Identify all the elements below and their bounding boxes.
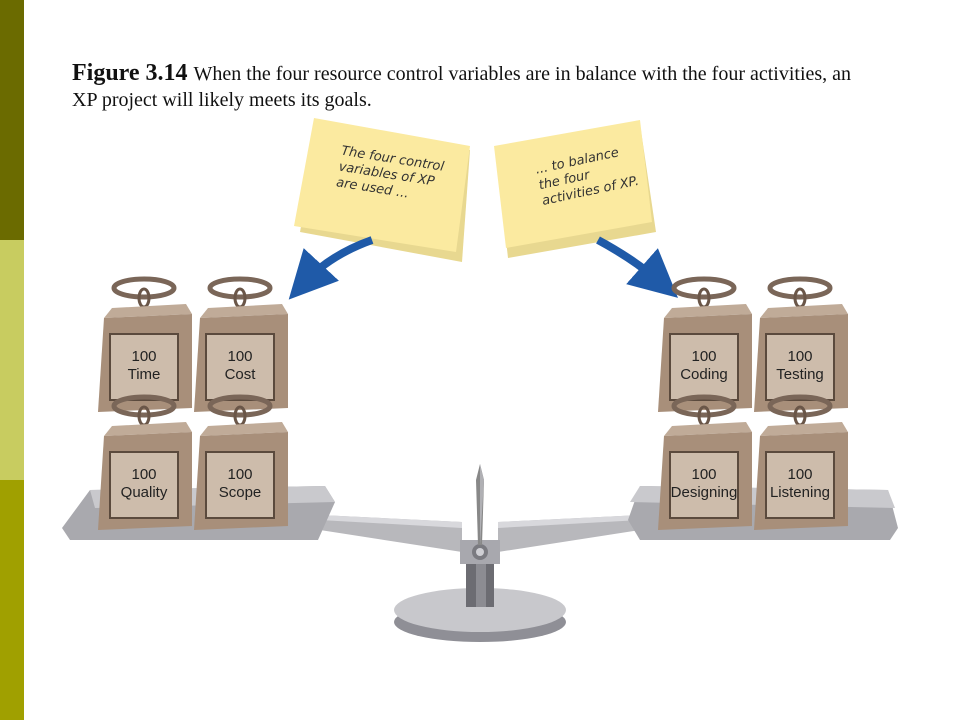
figure-label: Figure 3.14 bbox=[72, 60, 188, 86]
weight-name: Time bbox=[127, 366, 161, 383]
weight-cost bbox=[194, 276, 288, 412]
weight-name: Scope bbox=[218, 484, 262, 501]
weight-value: 100 bbox=[227, 466, 253, 483]
weight-scope bbox=[194, 394, 288, 530]
weight-name: Designing bbox=[670, 484, 738, 501]
weight-quality bbox=[98, 394, 192, 530]
weight-value: 100 bbox=[227, 348, 253, 365]
scale-needle bbox=[476, 464, 484, 545]
weight-value: 100 bbox=[691, 348, 717, 365]
weight-name: Cost bbox=[224, 366, 256, 383]
weight-value: 100 bbox=[787, 348, 813, 365]
weight-name: Quality bbox=[120, 484, 168, 501]
sticky-note-left bbox=[294, 118, 470, 262]
weight-name: Listening bbox=[769, 484, 831, 501]
weight-value: 100 bbox=[131, 466, 157, 483]
arrow-right bbox=[596, 236, 679, 298]
sticky-note-right bbox=[494, 120, 656, 258]
weight-value: 100 bbox=[131, 348, 157, 365]
weight-listening bbox=[754, 394, 848, 530]
weight-value: 100 bbox=[787, 466, 813, 483]
weight-time bbox=[98, 276, 192, 412]
weight-value: 100 bbox=[691, 466, 717, 483]
scale-base bbox=[394, 545, 566, 642]
weight-testing bbox=[754, 276, 848, 412]
weight-name: Coding bbox=[680, 366, 728, 383]
figure-caption-text: When the four resource control variables… bbox=[72, 63, 852, 111]
arrow-left bbox=[288, 236, 374, 300]
weight-name: Testing bbox=[776, 366, 824, 383]
scale-beam bbox=[320, 515, 640, 564]
slide-accent-bar-top bbox=[0, 0, 24, 240]
weight-coding bbox=[658, 276, 752, 412]
slide-accent-bar-middle bbox=[0, 240, 24, 480]
slide-accent-bar-bottom bbox=[0, 480, 24, 720]
weight-designing bbox=[658, 394, 752, 530]
